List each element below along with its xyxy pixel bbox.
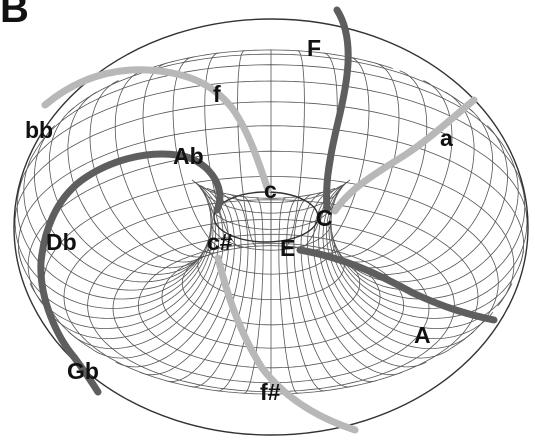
torus-wireframe: [14, 49, 528, 395]
mesh-meridian: [142, 117, 219, 254]
mesh-meridian: [338, 136, 453, 263]
mesh-meridian: [330, 199, 524, 319]
mesh-meridian: [48, 107, 75, 162]
mesh-meridian: [341, 148, 475, 269]
key-label-F: F: [307, 35, 321, 61]
mesh-meridian: [297, 50, 305, 103]
mesh-meridian: [340, 175, 508, 283]
mesh-meridian: [445, 91, 475, 149]
mesh-parallel: [497, 265, 515, 307]
mesh-meridian: [313, 185, 427, 368]
mesh-parallel: [14, 101, 528, 229]
key-label-C: C: [316, 205, 333, 231]
key-label-bb-minor: bb: [25, 117, 53, 143]
minor-key-curve-c-sharp-to-f-sharp: [214, 254, 359, 434]
mesh-parallel: [112, 233, 430, 384]
mesh-meridian: [139, 188, 235, 376]
mesh-parallel: [332, 238, 335, 245]
mesh-meridian: [487, 125, 508, 177]
mesh-meridian: [307, 188, 403, 376]
mesh-parallel: [206, 188, 336, 199]
mesh-parallel: [191, 179, 351, 203]
mesh-meridian: [286, 196, 325, 392]
mesh-meridian: [29, 187, 214, 329]
mesh-meridian: [89, 80, 119, 138]
key-label-f-minor: f: [213, 81, 221, 107]
mesh-meridian: [191, 193, 249, 388]
mesh-meridian: [14, 212, 212, 309]
mesh-meridian: [331, 206, 526, 300]
mesh-meridian: [172, 56, 194, 112]
mesh-meridian: [330, 212, 528, 309]
mesh-meridian: [204, 52, 219, 106]
mesh-meridian: [322, 181, 475, 350]
mesh-parallel: [27, 150, 515, 307]
key-label-f-sharp-minor: f#: [260, 379, 281, 405]
mesh-meridian: [34, 175, 202, 283]
mesh-parallel: [210, 220, 332, 251]
mesh-meridian: [323, 52, 338, 106]
mesh-meridian: [237, 50, 245, 103]
mesh-meridian: [67, 181, 220, 350]
panel-letter: B: [0, 0, 29, 31]
key-label-Db: Db: [46, 229, 77, 255]
mesh-parallel: [17, 125, 524, 267]
major-key-curve-E-to-A: [296, 246, 498, 324]
mesh-parallel: [19, 80, 523, 188]
mesh-meridian: [115, 185, 229, 368]
key-label-Gb: Gb: [67, 358, 99, 384]
key-label-a-minor: a: [440, 125, 453, 151]
mesh-parallel: [63, 199, 479, 395]
torus-outer-rim: [13, 18, 529, 436]
mesh-meridian: [326, 182, 494, 339]
key-label-c-minor: c: [264, 177, 277, 203]
mesh-meridian: [23, 190, 208, 291]
key-label-c-sharp-minor: c#: [207, 229, 233, 255]
mesh-parallel: [197, 252, 345, 300]
mesh-parallel: [207, 238, 335, 275]
mesh-meridian: [114, 70, 143, 127]
major-key-curve-F-to-C: [323, 6, 352, 212]
key-label-E: E: [280, 235, 295, 261]
mesh-meridian: [467, 107, 494, 162]
mesh-meridian: [48, 161, 201, 275]
mesh-parallel: [519, 244, 524, 267]
mesh-meridian: [318, 181, 452, 359]
mesh-parallel: [36, 64, 506, 150]
mesh-meridian: [165, 191, 242, 382]
minor-key-curve-a-to-C: [331, 96, 478, 215]
mesh-parallel: [207, 202, 335, 230]
key-label-Ab: Ab: [173, 143, 204, 169]
mesh-parallel: [149, 49, 393, 69]
mesh-parallel: [87, 219, 455, 392]
mesh-meridian: [323, 117, 400, 254]
mesh-meridian: [399, 70, 428, 127]
mesh-meridian: [16, 206, 211, 300]
key-label-A: A: [414, 322, 431, 348]
mesh-meridian: [67, 91, 97, 149]
mesh-parallel: [68, 53, 474, 113]
mesh-meridian: [278, 197, 299, 394]
major-key-curve-Ab-to-Gb: [37, 150, 224, 396]
mesh-meridian: [300, 191, 377, 382]
mesh-parallel: [138, 242, 404, 369]
mesh-meridian: [293, 193, 351, 388]
minor-key-curve-bb-to-c: [41, 66, 272, 194]
mesh-meridian: [243, 197, 264, 394]
mesh-meridian: [348, 56, 370, 112]
mesh-meridian: [334, 190, 519, 291]
mesh-meridian: [217, 196, 256, 392]
mesh-meridian: [34, 125, 55, 177]
